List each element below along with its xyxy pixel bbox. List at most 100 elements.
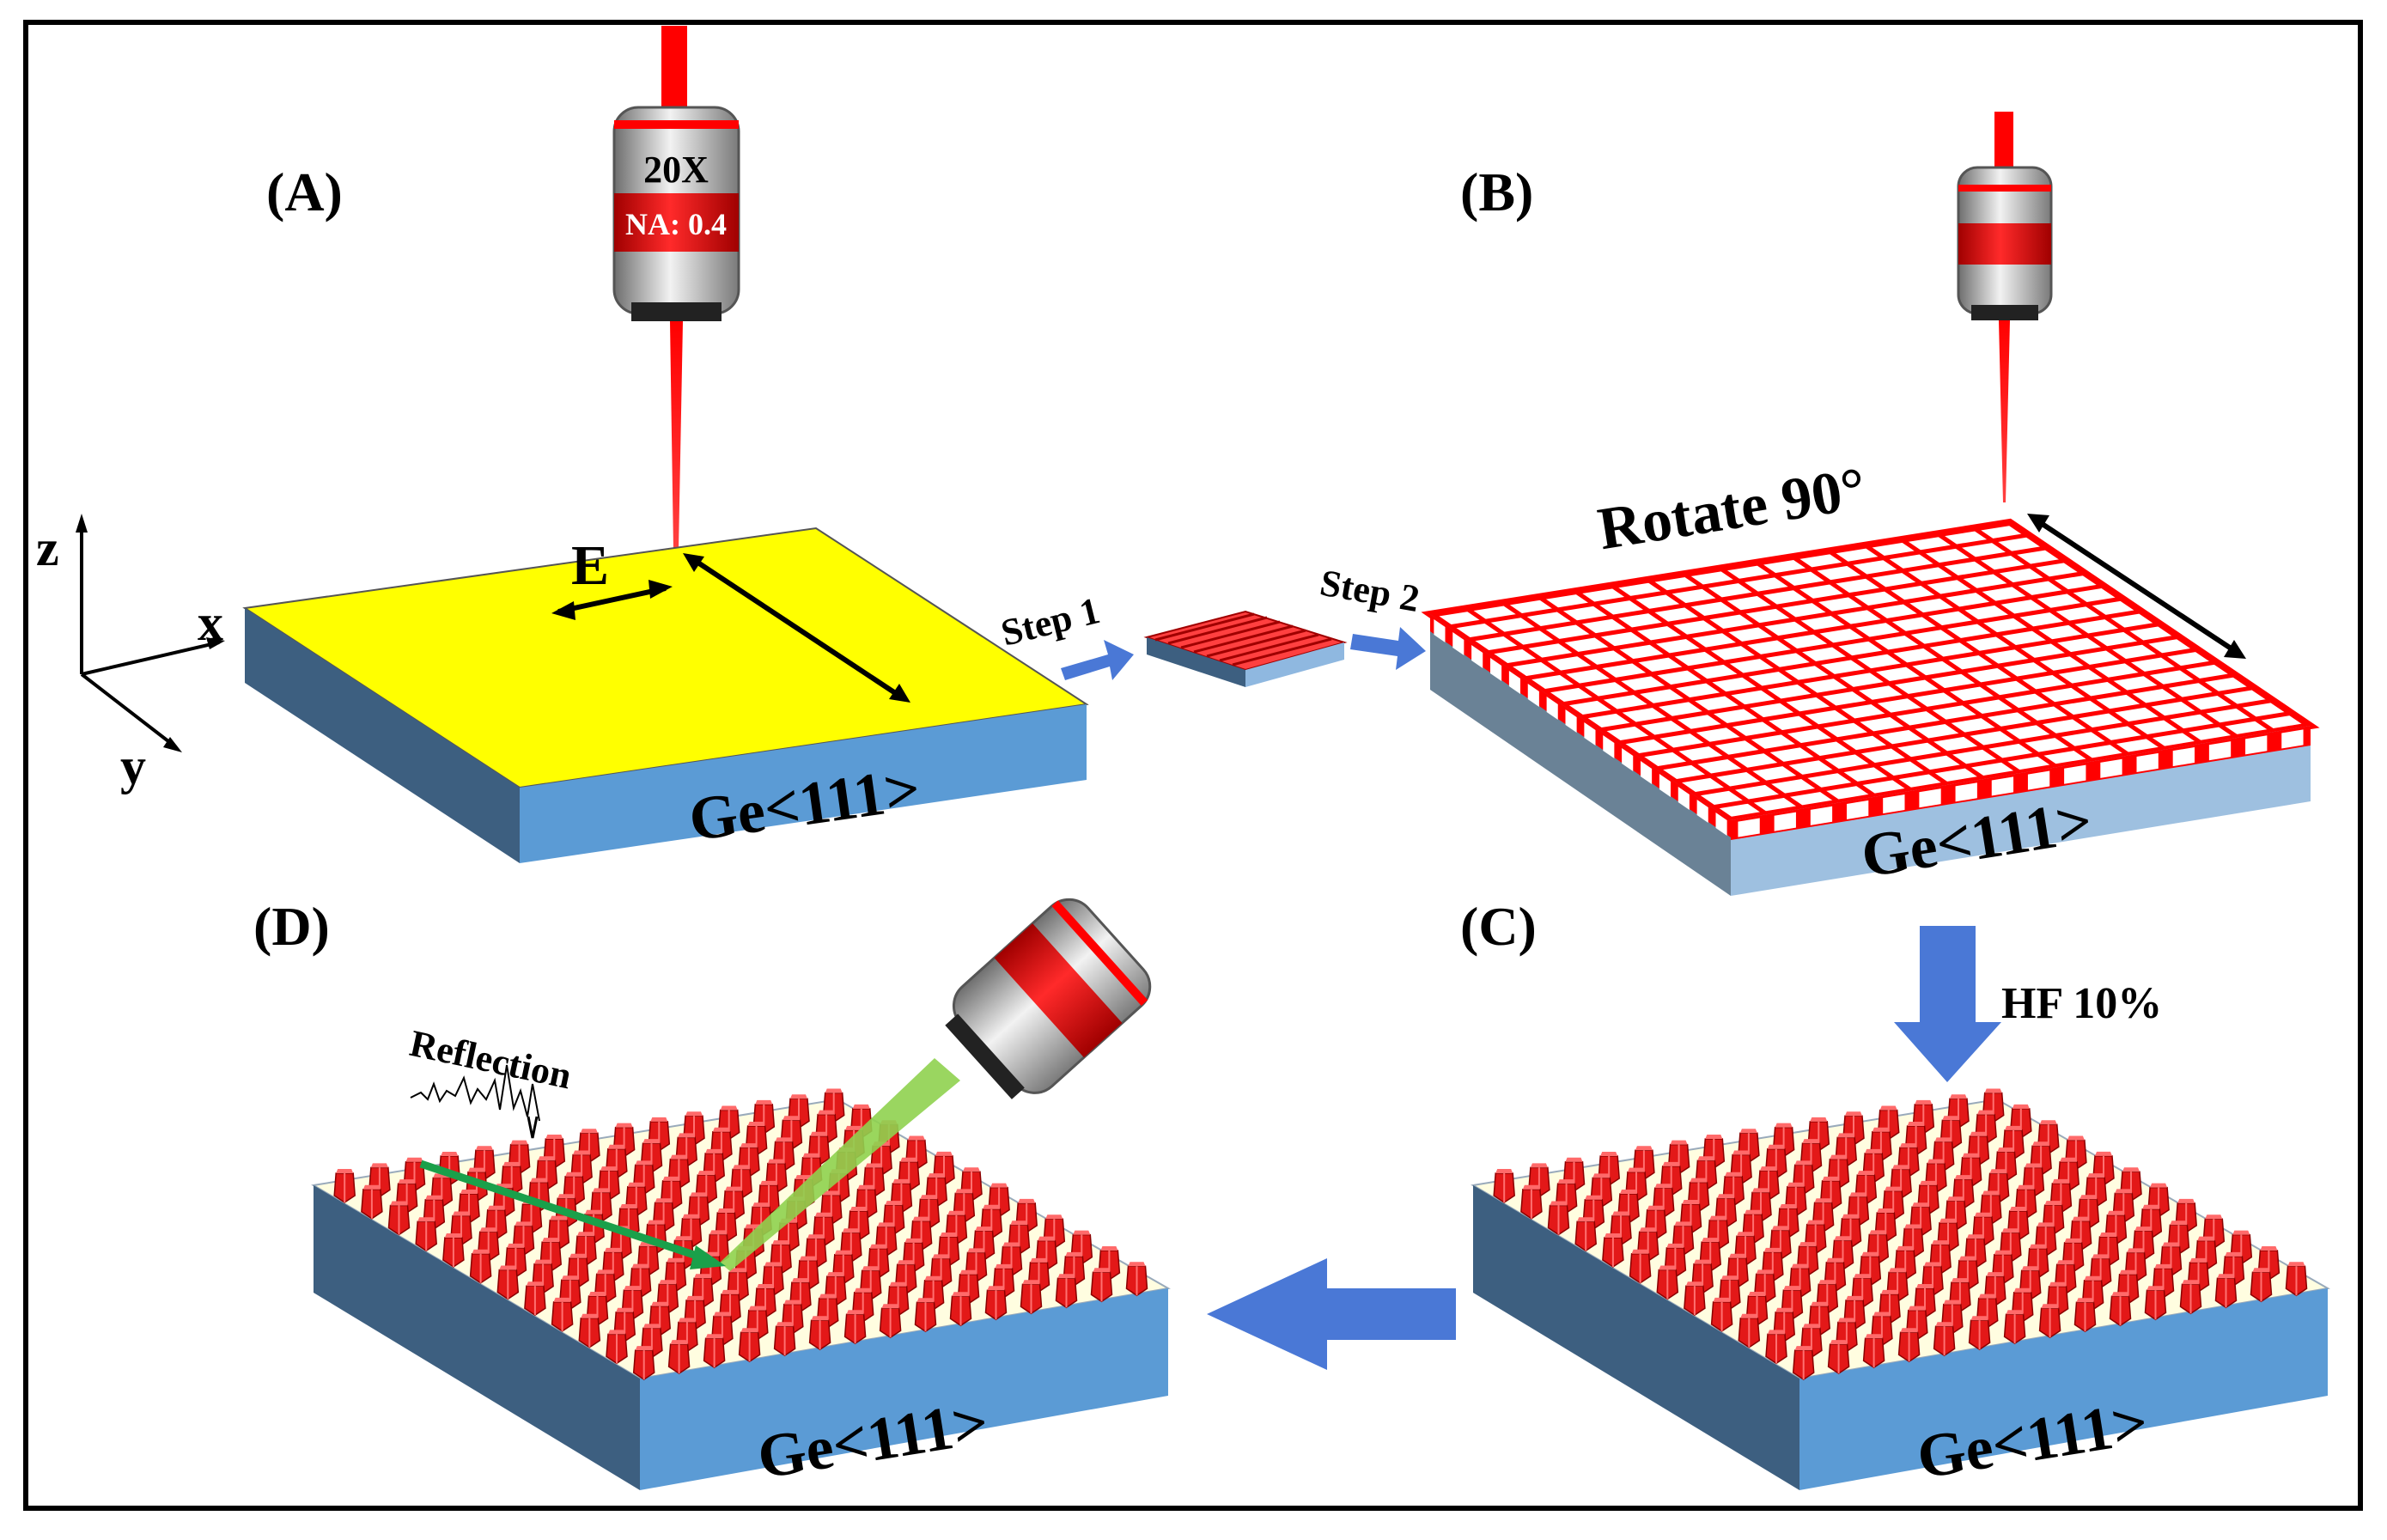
grating-gap (1527, 684, 1539, 707)
nanopillar (2285, 1261, 2308, 1297)
nanopillar (441, 1233, 465, 1268)
objective-lens-icon (1957, 112, 2053, 502)
grating-line (1617, 647, 2199, 746)
nanopillar (496, 1264, 520, 1300)
nanopillar (1055, 1273, 1078, 1309)
grating-gap (1508, 671, 1520, 694)
nanopillar (1125, 1261, 1148, 1297)
etch-label: HF 10% (2001, 979, 2162, 1028)
grating-gap (1847, 800, 1869, 819)
nanopillar (808, 1315, 831, 1351)
nanopillar (2073, 1297, 2097, 1333)
grating-gap (1738, 818, 1760, 837)
nanopillar (333, 1168, 356, 1203)
grating-gap (1659, 774, 1671, 797)
nanopillar (1862, 1333, 1885, 1369)
nanopillar (1827, 1339, 1850, 1375)
grating-gap (2172, 747, 2195, 767)
nanopillar (578, 1312, 601, 1348)
nanopillar (2250, 1267, 2273, 1303)
grating-line (1711, 710, 2293, 810)
grating-line (1673, 685, 2255, 784)
nanopillar (632, 1345, 655, 1381)
nanopillar (360, 1184, 383, 1220)
grating-line (1863, 543, 2167, 752)
nanopillar (1547, 1200, 1570, 1236)
grating-gap (1678, 787, 1690, 810)
flow-arrow-icon (1894, 926, 2001, 1082)
nanopillar (1574, 1216, 1598, 1252)
nanopillar (2003, 1309, 2026, 1345)
nanopillar (387, 1200, 411, 1236)
nanopillar (703, 1333, 726, 1369)
nanopillar (1493, 1168, 1516, 1203)
grating-gap (1622, 748, 1634, 771)
grating-line (1755, 560, 2059, 770)
flow-arrow-icon (1350, 627, 1426, 670)
grating-line (1972, 526, 2276, 733)
panel-label-d: (D) (253, 896, 330, 957)
nanopillar (1519, 1184, 1543, 1220)
grating-line (1791, 555, 2095, 764)
grating-gap (2136, 752, 2159, 772)
grating-line (1636, 660, 2218, 758)
grating-line (1655, 673, 2236, 771)
nanopillar (914, 1297, 937, 1333)
coordinate-axes: z x y (36, 514, 225, 794)
grating-line (1936, 532, 2240, 740)
laser-beam-icon (661, 26, 687, 112)
grating-sample-small (1143, 610, 1348, 687)
grating-gap (2027, 770, 2050, 790)
grating-gap (1434, 619, 1446, 642)
grating-gap (2245, 735, 2268, 755)
grating-gap (2281, 729, 2304, 749)
field-label: E (571, 534, 609, 597)
nanopillar (1683, 1281, 1706, 1317)
grating-line (1692, 697, 2274, 797)
nanopillar (2109, 1291, 2132, 1327)
grating-gap (2100, 758, 2122, 778)
axis-y: y (120, 738, 146, 794)
grating-gap (1774, 812, 1796, 831)
nanopillar (843, 1309, 867, 1345)
nanopillar (879, 1303, 902, 1339)
nanopillar (1629, 1248, 1652, 1284)
reflection-pointer (527, 1116, 539, 1139)
grating-line (1900, 537, 2203, 746)
nanopillar (1656, 1264, 1679, 1300)
nanopillar (1710, 1296, 1733, 1332)
laser-beam-icon (1994, 112, 2013, 172)
reflection-spectrum-icon (410, 1064, 540, 1122)
grating-gap (1991, 776, 2014, 796)
grating-gap (1603, 735, 1615, 758)
grating-gap (1546, 697, 1558, 720)
axis-z: z (36, 520, 59, 576)
probe-beam (720, 1058, 960, 1271)
nanopillar (984, 1285, 1008, 1321)
nanopillar (1933, 1321, 1956, 1357)
grating-gap (1452, 632, 1464, 655)
grating-gap (2208, 741, 2232, 761)
nanopillar (415, 1216, 438, 1252)
nanopillar (523, 1281, 546, 1317)
grating-line (1827, 549, 2131, 758)
grating-line (1580, 622, 2161, 720)
nanopillar (1897, 1327, 1921, 1363)
crossed-grating-substrate-b: Ge<111> (1421, 518, 2320, 896)
grating-gap (1471, 645, 1483, 668)
grating-gap (1696, 800, 1708, 823)
nanopillar (2179, 1279, 2202, 1315)
grating-gap (1715, 813, 1727, 836)
nanopillar (1968, 1315, 1991, 1351)
grating-gap (1565, 709, 1577, 733)
grating-gap (1883, 794, 1905, 814)
flow-arrow-icon (1207, 1258, 1456, 1370)
pillar-array-substrate-d: Ge<111> (311, 1087, 1171, 1492)
nanopillar (773, 1321, 796, 1357)
nanopillar (1792, 1345, 1815, 1381)
nanopillar (606, 1329, 628, 1365)
axis-x: x (198, 594, 223, 651)
scan-direction-arrow (683, 553, 910, 703)
pillar-array-substrate-c: Ge<111> (1471, 1087, 2330, 1492)
